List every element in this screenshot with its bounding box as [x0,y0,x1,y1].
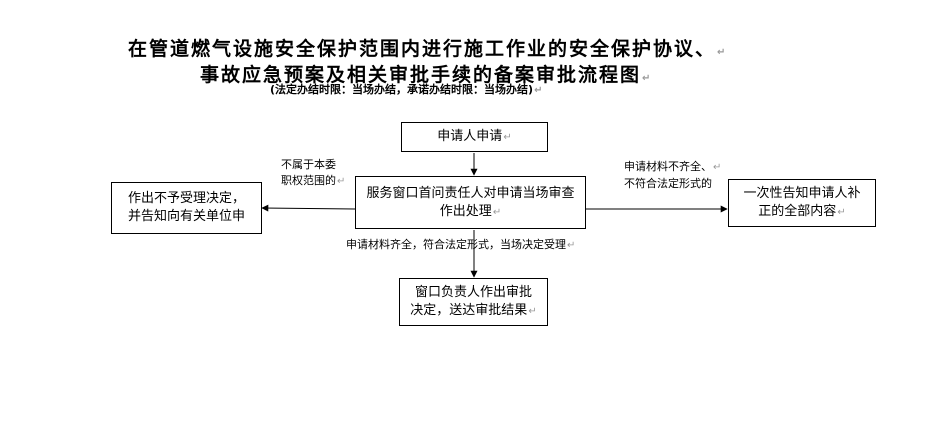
label-not-in-scope-line-2: 职权范围的↵ [281,173,346,187]
title-line-2-text: 事故应急预案及相关审批手续的备案审批流程图 [200,64,642,86]
label-incomplete-line-2: 不符合法定形式的 [624,176,712,190]
label-complete-text: 申请材料齐全，符合法定形式，当场决定受理↵ [346,238,576,251]
title-line-1-text: 在管道燃气设施安全保护范围内进行施工作业的安全保护协议、 [128,38,717,60]
node-apply: 申请人申请↵ [401,122,548,152]
node-window-review-line-2: 作出处理↵ [439,203,502,219]
time-limit-note: (法定办结时限：当场办结，承诺办结时限：当场办结)↵ [270,81,542,97]
node-reject-line-1: 作出不予受理决定， [127,191,245,207]
node-approve: 窗口负责人作出审批 决定，送达审批结果↵ [399,278,548,326]
label-incomplete: 申请材料不齐全、↵ 不符合法定形式的 [624,159,721,191]
title-line-1: 在管道燃气设施安全保护范围内进行施工作业的安全保护协议、↵ [128,34,727,61]
node-inform-line-2: 正的全部内容↵ [758,204,846,219]
node-approve-line-1: 窗口负责人作出审批 [414,285,532,301]
node-reject-line-2: 并告知向有关单位申 [127,209,245,224]
node-window-review-line-1: 服务窗口首问责任人对申请当场审查 [366,185,575,201]
time-limit-note-text: (法定办结时限：当场办结，承诺办结时限：当场办结) [270,83,534,96]
arrow-review-to-reject [261,204,356,212]
label-complete: 申请材料齐全，符合法定形式，当场决定受理↵ [346,237,575,254]
paragraph-mark-icon: ↵ [717,47,728,58]
label-incomplete-line-1: 申请材料不齐全、↵ [624,160,722,173]
title-line-2: 事故应急预案及相关审批手续的备案审批流程图↵ [200,60,652,87]
paragraph-mark-icon: ↵ [534,85,543,96]
node-window-review: 服务窗口首问责任人对申请当场审查 作出处理↵ [355,176,586,229]
node-inform-line-1: 一次性告知申请人补 [743,186,861,202]
label-not-in-scope-line-1: 不属于本委 [281,158,336,171]
node-reject: 作出不予受理决定， 并告知向有关单位申 [111,182,262,234]
node-inform: 一次性告知申请人补 正的全部内容↵ [728,179,876,227]
node-apply-text: 申请人申请↵ [437,129,512,145]
paragraph-mark-icon: ↵ [642,73,653,84]
node-approve-line-2: 决定，送达审批结果↵ [410,303,537,318]
label-not-in-scope: 不属于本委 职权范围的↵ [281,157,345,189]
